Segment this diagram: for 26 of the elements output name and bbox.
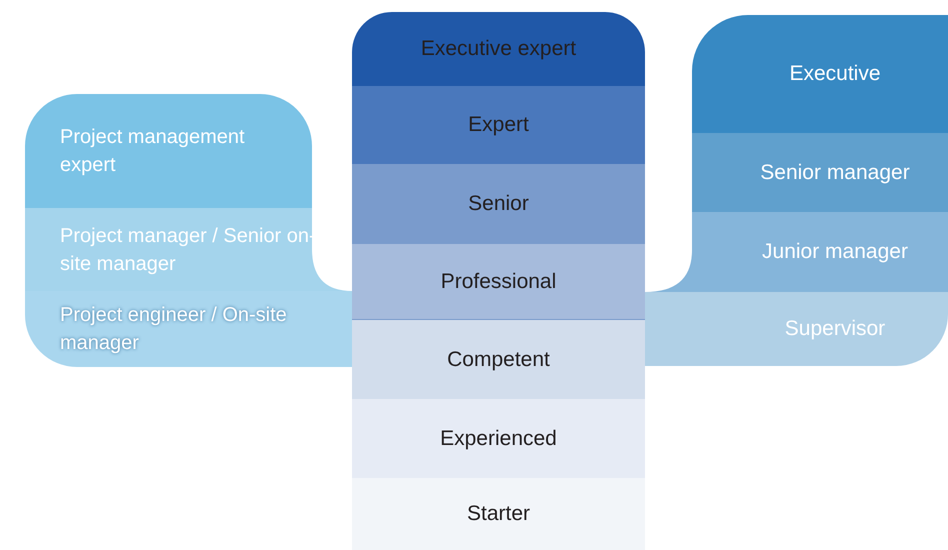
- level-label: Senior manager: [760, 160, 910, 186]
- level-band: [352, 478, 645, 550]
- level-band: [25, 291, 352, 367]
- level-label: Professional: [440, 268, 556, 295]
- level-label: Junior manager: [762, 239, 908, 266]
- level-label: Project management expert: [60, 125, 246, 178]
- level-label: Project manager / Senior on-site manager: [60, 224, 317, 276]
- level-label: Expert: [468, 112, 529, 138]
- level-label: Starter: [466, 501, 530, 528]
- level-label: Senior: [468, 190, 529, 217]
- level-label: Experienced: [440, 426, 557, 452]
- level-band: [352, 243, 645, 320]
- level-label: Supervisor: [784, 316, 886, 342]
- level-band: [352, 86, 645, 164]
- level-band: [352, 12, 645, 86]
- level-band: [352, 320, 645, 399]
- level-band: [352, 164, 645, 243]
- level-label: Executive expert: [420, 36, 576, 62]
- level-band: [692, 15, 948, 133]
- level-label: Competent: [447, 346, 550, 373]
- level-band: [352, 399, 645, 478]
- level-label: Executive: [789, 61, 881, 88]
- level-band: [645, 292, 948, 366]
- level-label: Project engineer / On-site manager: [60, 303, 288, 356]
- level-band: [25, 94, 312, 208]
- level-band: [692, 133, 948, 212]
